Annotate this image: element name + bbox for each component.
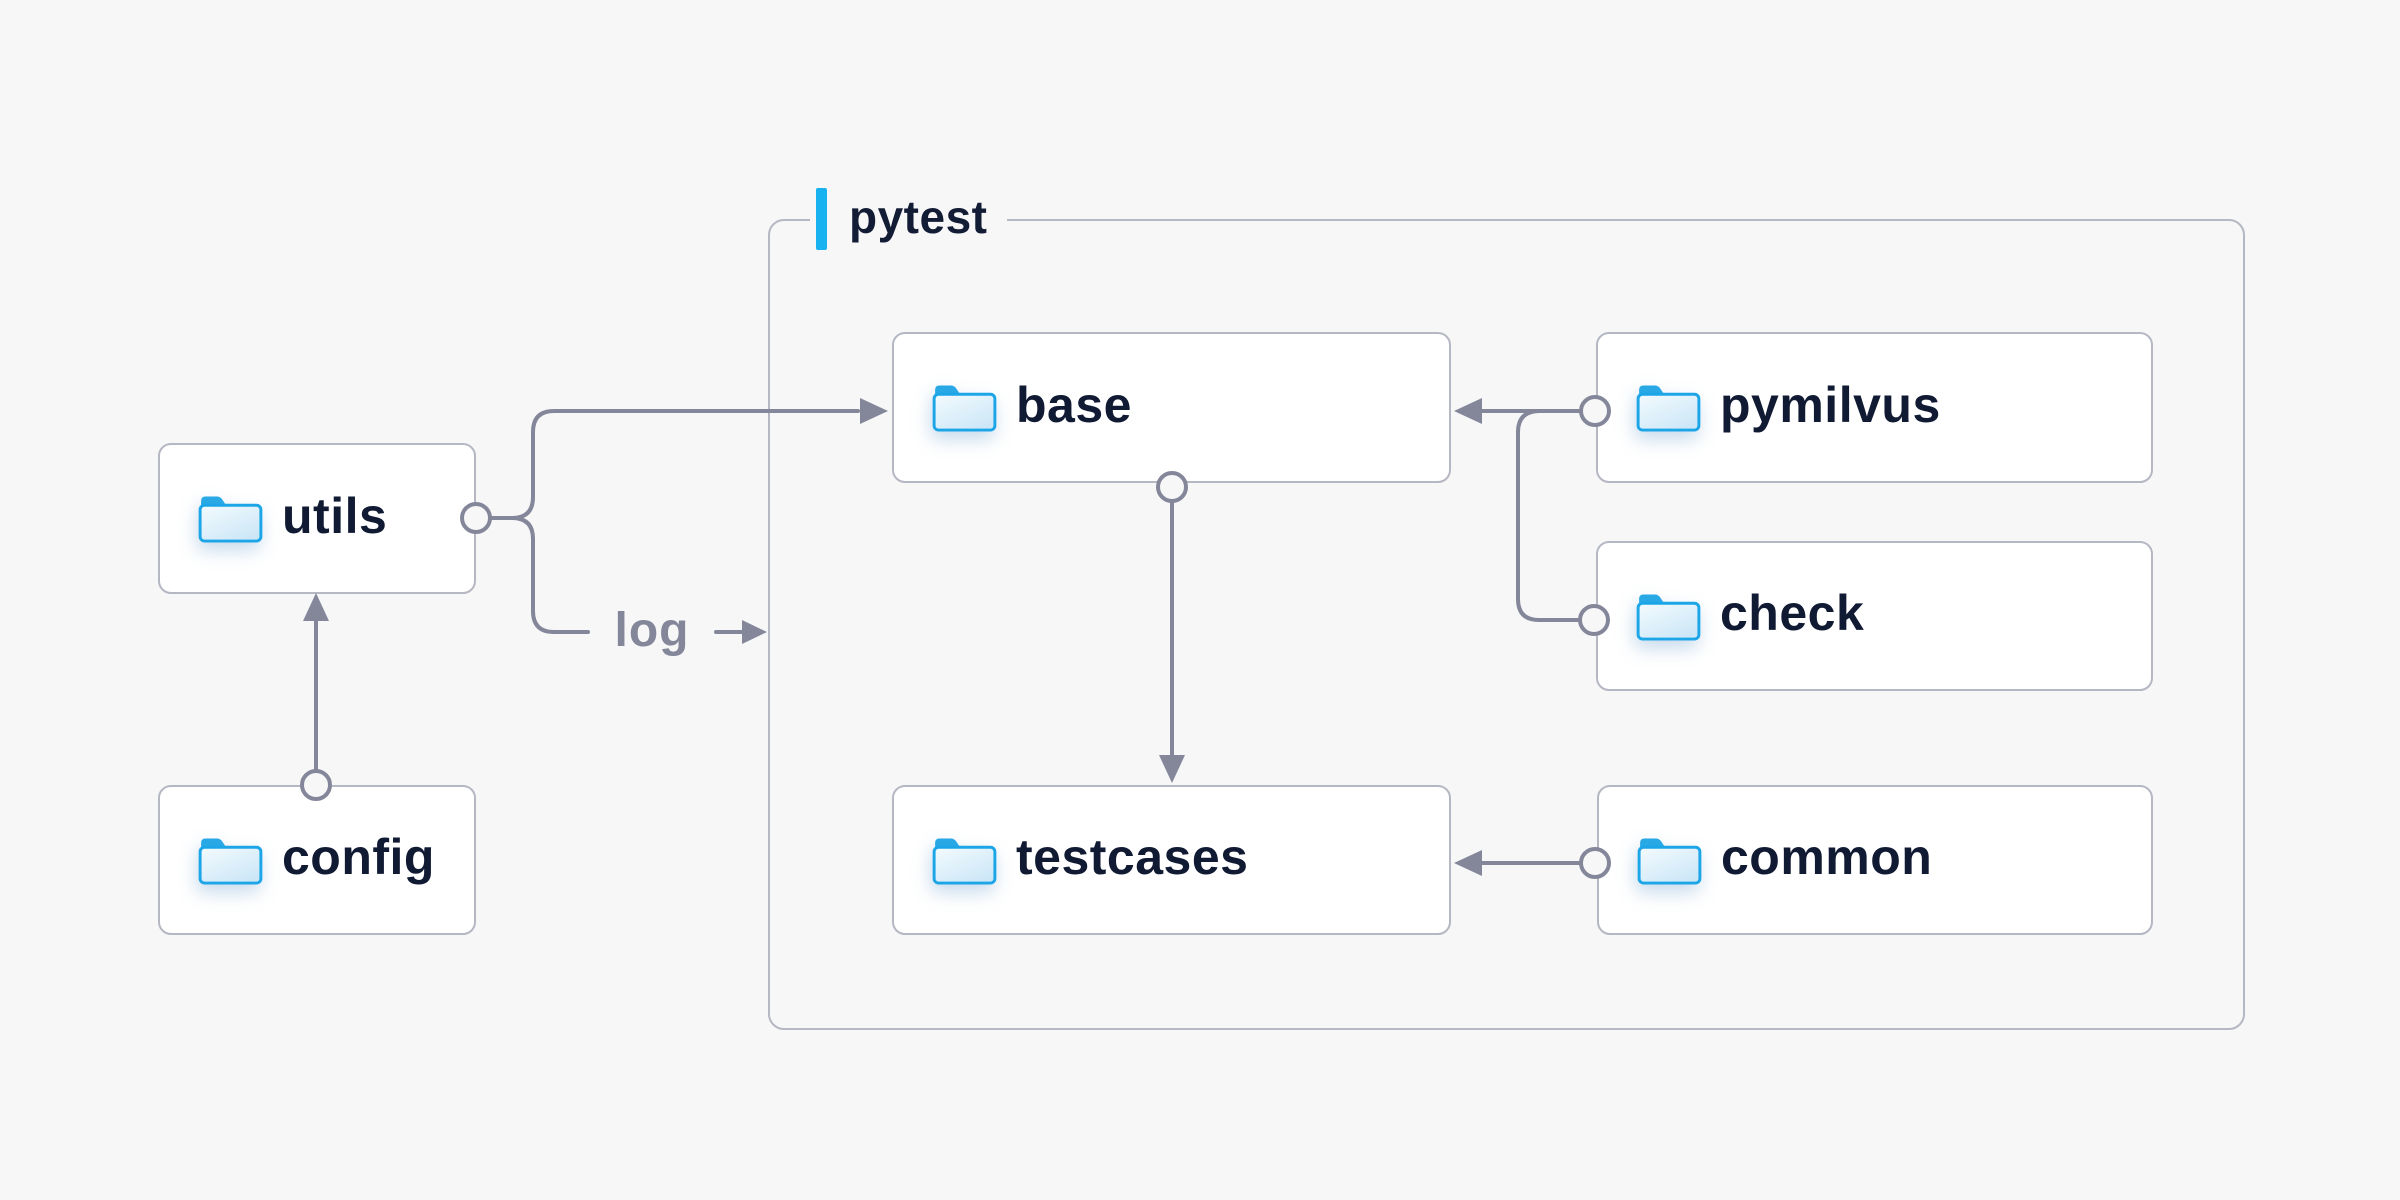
folder-icon: [1637, 837, 1702, 885]
folder-icon: [932, 385, 997, 432]
node-label-common: common: [1721, 829, 1933, 885]
node-label-base: base: [1016, 376, 1132, 433]
edge-utils-log-path: [489, 516, 590, 634]
edge-label-log: log: [614, 604, 690, 657]
node-pymilvus: pymilvus: [1596, 332, 2153, 483]
folder-icon: [198, 837, 263, 885]
node-label-config: config: [282, 829, 435, 885]
node-label-testcases: testcases: [1016, 829, 1249, 885]
node-config: config: [158, 785, 476, 935]
arrowhead-into-utils: [303, 593, 329, 621]
folder-icon: [1636, 385, 1701, 432]
arrowhead-log-into-pytest: [742, 620, 767, 644]
folder-icon: [932, 837, 997, 885]
accent-bar: [816, 188, 827, 250]
folder-icon: [198, 496, 263, 543]
node-label-pymilvus: pymilvus: [1720, 376, 1941, 433]
pytest-group-container: [768, 219, 2245, 1030]
node-base: base: [892, 332, 1451, 483]
node-label-check: check: [1720, 585, 1865, 641]
node-testcases: testcases: [892, 785, 1451, 935]
pytest-group-title: pytest: [849, 191, 988, 243]
node-label-utils: utils: [282, 487, 388, 544]
node-utils: utils: [158, 443, 476, 594]
node-check: check: [1596, 541, 2153, 691]
node-common: common: [1597, 785, 2153, 935]
pytest-group-label: pytest: [810, 187, 1008, 251]
folder-icon: [1636, 593, 1701, 641]
